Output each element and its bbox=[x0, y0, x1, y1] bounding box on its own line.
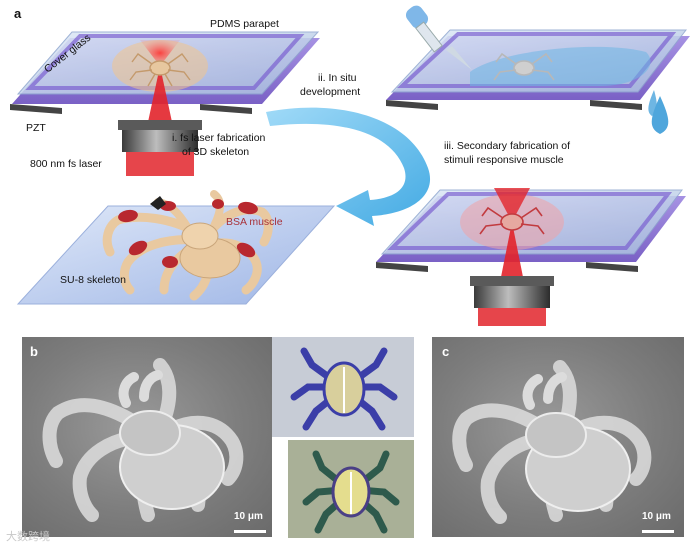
step2-line2: development bbox=[300, 86, 361, 98]
su8-skeleton-label: SU-8 skeleton bbox=[60, 274, 126, 286]
spider-wireframe bbox=[129, 53, 191, 87]
sem-image-c: 10 μm bbox=[432, 337, 684, 537]
optical-image-top bbox=[272, 337, 414, 437]
step3-line1: iii. Secondary fabrication of bbox=[444, 140, 571, 152]
spider-fang bbox=[150, 196, 166, 210]
objective-ring bbox=[118, 120, 202, 130]
spider-cephalothorax bbox=[181, 222, 219, 250]
laser-beam-input bbox=[126, 152, 194, 176]
laser-cone-top bbox=[140, 40, 180, 66]
pdms-parapet-label: PDMS parapet bbox=[210, 18, 279, 30]
laser-label: 800 nm fs laser bbox=[30, 158, 102, 170]
scale-label-c: 10 μm bbox=[642, 511, 671, 522]
objective-lens bbox=[122, 130, 198, 152]
setup-fabrication bbox=[10, 31, 320, 176]
pzt-label: PZT bbox=[26, 122, 46, 134]
pipette bbox=[405, 5, 472, 70]
bsa-muscle-label: BSA muscle bbox=[226, 216, 283, 228]
step2-line1: ii. In situ bbox=[318, 72, 357, 84]
droplet-large bbox=[651, 96, 669, 134]
step1-line1: i. fs laser fabrication bbox=[172, 132, 266, 144]
scale-line-b bbox=[234, 530, 266, 533]
panel-b-letter: b bbox=[30, 344, 38, 359]
panel-a-graphic bbox=[10, 5, 690, 326]
scale-line-c bbox=[642, 530, 674, 533]
pdms-parapet bbox=[25, 34, 305, 90]
pzt-block-right bbox=[200, 104, 252, 114]
scale-bar-b: 10 μm bbox=[234, 511, 268, 533]
developer-liquid bbox=[470, 46, 651, 86]
pzt-block-left bbox=[10, 104, 62, 114]
sem-spider-b bbox=[42, 358, 244, 522]
composite-spider bbox=[16, 190, 336, 305]
step3-line2: stimuli responsive muscle bbox=[444, 154, 564, 166]
panel-a-letter: a bbox=[14, 6, 22, 21]
scale-label-b: 10 μm bbox=[234, 511, 263, 522]
setup-secondary-fabrication bbox=[376, 188, 686, 326]
watermark: 大数跨境 bbox=[6, 531, 50, 543]
sem-image-b: 10 μm bbox=[22, 337, 272, 537]
process-arrow bbox=[266, 107, 431, 226]
scale-bar-c: 10 μm bbox=[642, 511, 676, 533]
optical-image-bottom bbox=[288, 440, 414, 538]
step1-line2: of 3D skeleton bbox=[182, 146, 250, 158]
spider-muscle bbox=[479, 206, 545, 235]
panel-c-letter: c bbox=[442, 344, 450, 359]
spider-skeleton bbox=[493, 52, 555, 81]
setup-development bbox=[386, 5, 690, 134]
sem-spider-c bbox=[452, 360, 652, 524]
laser-cone-bottom bbox=[148, 66, 172, 122]
